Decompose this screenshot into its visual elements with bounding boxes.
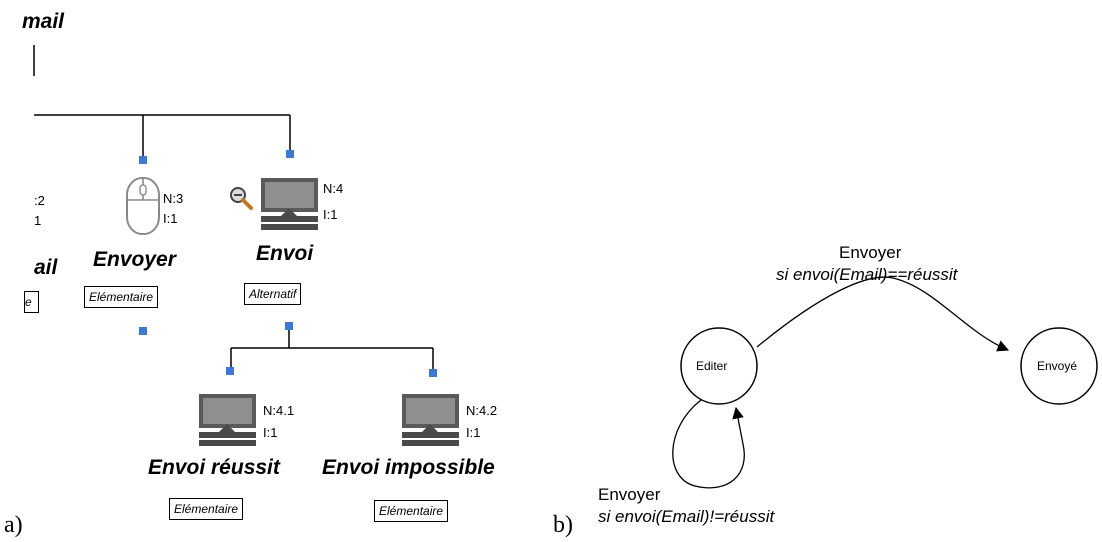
transition-self-loop-arrow bbox=[672, 399, 745, 489]
computer-icon bbox=[261, 178, 318, 230]
task-envoi-title: Envoi bbox=[256, 242, 314, 265]
state-envoye-label: Envoyé bbox=[1037, 359, 1078, 373]
computer-icon bbox=[199, 394, 256, 446]
task-envoi-badge: Alternatif bbox=[244, 283, 302, 305]
transition-1-condition: si envoi(Email)==réussit bbox=[776, 265, 958, 284]
task-envoyer-badge: Elémentaire bbox=[84, 286, 159, 308]
state-editer-label: Editer bbox=[696, 359, 728, 373]
task-tree-lines bbox=[33, 45, 434, 373]
state-editer-circle bbox=[680, 327, 758, 405]
computer-icon bbox=[402, 394, 459, 446]
connector-square bbox=[139, 156, 147, 164]
left-task-i-label: 1 bbox=[34, 213, 42, 228]
connector-square bbox=[285, 322, 293, 330]
transition-envoyer-arrow bbox=[756, 276, 1010, 352]
panel-b-label: b) bbox=[553, 512, 573, 538]
task-envoi-reussit-badge: Elémentaire bbox=[169, 498, 244, 520]
root-task-title: mail bbox=[22, 10, 65, 33]
task-envoi-impossible-i-label: I:1 bbox=[466, 425, 481, 440]
task-envoi-reussit-n-label: N:4.1 bbox=[263, 403, 295, 418]
transition-1-event: Envoyer bbox=[839, 243, 902, 262]
panel-a-label: a) bbox=[4, 512, 23, 538]
transition-2-condition: si envoi(Email)!=réussit bbox=[598, 507, 775, 526]
task-envoi-i-label: I:1 bbox=[323, 207, 338, 222]
left-task-title: ail bbox=[34, 256, 58, 279]
left-task-badge: e bbox=[24, 291, 39, 313]
left-task-n-label: :2 bbox=[34, 193, 45, 208]
state-envoye-circle bbox=[1020, 327, 1098, 405]
connectors bbox=[139, 150, 437, 377]
task-envoyer-n-label: N:3 bbox=[163, 191, 184, 206]
connector-square bbox=[139, 327, 147, 335]
task-envoi-impossible-title: Envoi impossible bbox=[322, 456, 495, 479]
connector-square bbox=[286, 150, 294, 158]
transition-2-event: Envoyer bbox=[598, 485, 661, 504]
task-envoi-reussit-title: Envoi réussit bbox=[148, 456, 280, 479]
mouse-icon bbox=[126, 177, 160, 235]
task-envoi-reussit-i-label: I:1 bbox=[263, 425, 278, 440]
task-envoi-impossible-badge: Elémentaire bbox=[374, 500, 449, 522]
magnifier-icon bbox=[230, 187, 253, 210]
task-envoyer-i-label: I:1 bbox=[163, 211, 178, 226]
task-envoyer-title: Envoyer bbox=[93, 248, 176, 271]
connector-square bbox=[429, 369, 437, 377]
state-diagram bbox=[672, 276, 1098, 489]
task-envoi-n-label: N:4 bbox=[323, 181, 344, 196]
connector-square bbox=[226, 367, 234, 375]
task-envoi-impossible-n-label: N:4.2 bbox=[466, 403, 498, 418]
